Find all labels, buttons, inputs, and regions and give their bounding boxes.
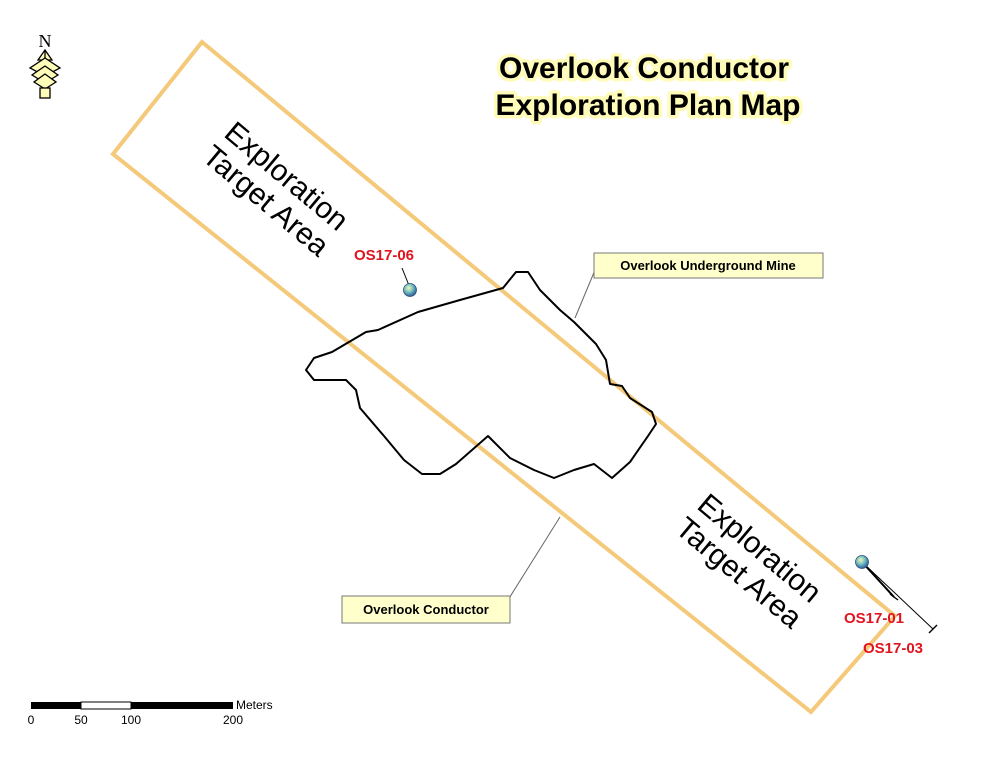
map-title-line-1: Overlook Conductor xyxy=(499,52,789,85)
north-arrow-label: N xyxy=(39,31,52,51)
map-title-line-2: Exploration Plan Map xyxy=(495,89,800,122)
scale-tick-100: 100 xyxy=(121,713,141,727)
north-arrow-icon: N xyxy=(28,31,62,99)
scale-bar: Meters 0 50 100 200 xyxy=(28,698,273,727)
scale-tick-50: 50 xyxy=(74,713,88,727)
underground-mine-outline xyxy=(305,271,657,479)
callout-underground-mine: Overlook Underground Mine xyxy=(574,252,824,319)
callout-overlook-conductor: Overlook Conductor xyxy=(341,516,561,624)
scale-tick-0: 0 xyxy=(28,713,35,727)
scale-bar-unit: Meters xyxy=(236,698,273,712)
callout-underground-mine-label: Overlook Underground Mine xyxy=(620,258,796,273)
drill-hole-os17-06[interactable]: OS17-06 xyxy=(354,247,417,297)
drill-hole-os17-01-os17-03[interactable] xyxy=(855,555,938,634)
target-area-label-southeast: Exploration Target Area xyxy=(669,488,827,636)
exploration-target-corridor xyxy=(110,39,898,715)
scale-tick-200: 200 xyxy=(223,713,243,727)
callout-overlook-conductor-label: Overlook Conductor xyxy=(363,602,489,617)
drill-hole-label-os17-01: OS17-01 xyxy=(844,610,904,627)
drill-hole-label-os17-03: OS17-03 xyxy=(863,640,923,657)
drill-hole-label-os17-06: OS17-06 xyxy=(354,247,414,264)
